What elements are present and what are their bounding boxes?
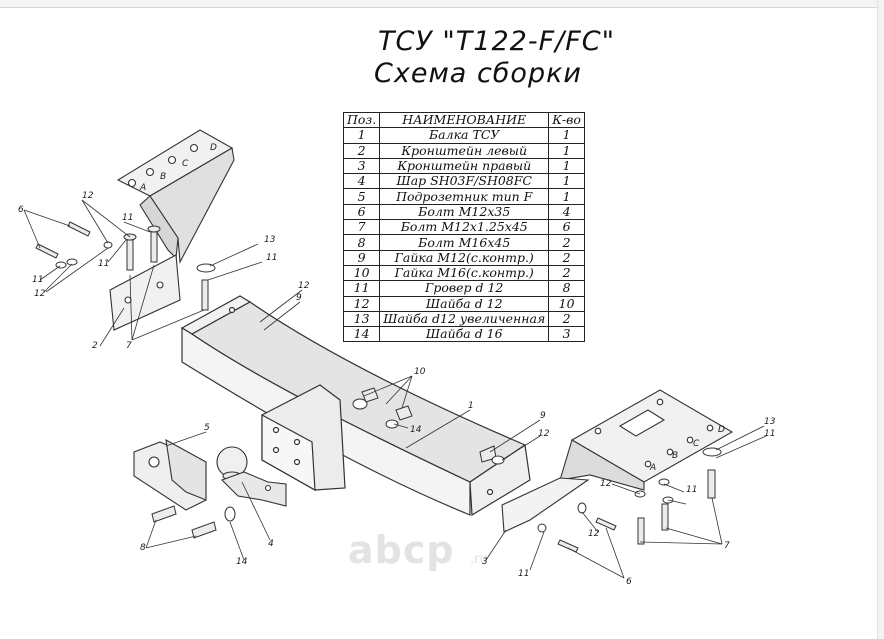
cell-name: Гайка М16(с.контр.) <box>379 264 550 282</box>
cell-name: Болт М16х45 <box>379 234 550 251</box>
hole-label-c-right: C <box>693 439 700 449</box>
callout-7-right: 7 <box>724 541 730 551</box>
hole-label-d: D <box>210 143 217 153</box>
cell-position: 13 <box>342 310 381 328</box>
right-scroll-edge <box>877 0 884 639</box>
hole-label-b-right: B <box>672 451 678 461</box>
cell-name: Балка ТСУ <box>379 127 550 144</box>
cell-name: Гайка М12(с.контр.) <box>379 249 550 266</box>
hole-label-b: B <box>160 172 166 182</box>
socket-plate <box>133 438 207 511</box>
callout-13-left: 13 <box>264 235 276 245</box>
callout-8: 8 <box>140 543 146 553</box>
cell-name: Кронштейн левый <box>379 142 550 159</box>
left-fasteners <box>35 221 271 334</box>
left-bracket-hole-labels: A B C D <box>139 143 217 193</box>
drawing-subtitle: Схема сборки <box>374 58 582 89</box>
callout-6-left: 6 <box>18 205 24 215</box>
cell-name: Шайба d 16 <box>379 326 550 343</box>
left-bracket <box>109 129 235 331</box>
tow-ball <box>216 446 287 507</box>
callout-11-left-mid: 11 <box>98 259 109 269</box>
callout-11-right-top: 11 <box>764 429 775 439</box>
callout-13-right: 13 <box>764 417 776 427</box>
cell-quantity: 3 <box>548 326 585 343</box>
callout-11-right-low: 11 <box>518 569 529 579</box>
callout-6-right: 6 <box>626 577 632 587</box>
leader-lines <box>23 199 767 579</box>
callout-7-left: 7 <box>126 341 132 351</box>
callout-11-left-top: 11 <box>122 213 133 223</box>
callout-5: 5 <box>204 423 210 433</box>
callout-12-right-low: 12 <box>588 529 600 539</box>
cell-quantity: 2 <box>548 264 585 282</box>
callout-12-left-top: 12 <box>82 191 94 201</box>
callout-12-left-low: 12 <box>34 289 46 299</box>
hole-label-d-right: D <box>718 425 725 435</box>
cell-name: Подрозетник тип F <box>379 188 550 205</box>
drawing-title: ТСУ "T122-F/FC" <box>378 26 615 57</box>
top-border <box>0 0 884 8</box>
callout-1: 1 <box>468 401 474 411</box>
callout-12-beam: 12 <box>298 281 310 291</box>
right-bracket-hole-labels: A B C D <box>649 425 725 473</box>
callout-9-right: 9 <box>540 411 546 421</box>
callout-14-mid: 14 <box>410 425 422 435</box>
cell-quantity: 1 <box>548 142 585 159</box>
callout-9-beam: 9 <box>296 293 302 303</box>
callout-10: 10 <box>414 367 426 377</box>
callout-2: 2 <box>92 341 98 351</box>
callout-4: 4 <box>268 539 274 549</box>
cell-position: 5 <box>342 188 381 205</box>
callout-11-left-low: 11 <box>32 275 43 285</box>
hole-label-c: C <box>182 159 189 169</box>
tow-beam <box>180 295 531 517</box>
callout-3: 3 <box>482 557 488 567</box>
hole-label-a-right: A <box>649 463 656 473</box>
header-position: Поз. <box>342 111 381 129</box>
callout-14-low: 14 <box>236 557 248 567</box>
hole-label-a: A <box>139 183 146 193</box>
callout-12-right-mid: 12 <box>600 479 612 489</box>
cell-name: Гровер d 12 <box>379 280 550 297</box>
cell-position: 14 <box>342 326 381 343</box>
callout-labels: 6 12 11 11 11 12 13 11 2 7 12 9 10 14 1 … <box>18 191 776 587</box>
watermark-suffix: .ru <box>470 552 488 567</box>
ball-bolts <box>151 505 236 539</box>
right-bracket <box>501 389 734 533</box>
watermark-logo: abcp <box>348 528 455 572</box>
callout-12-right-top: 12 <box>538 429 550 439</box>
callout-11-beam: 11 <box>266 253 277 263</box>
middle-fasteners <box>352 387 722 553</box>
callout-11-right-mid: 11 <box>686 485 697 495</box>
cell-quantity: 10 <box>548 295 585 312</box>
